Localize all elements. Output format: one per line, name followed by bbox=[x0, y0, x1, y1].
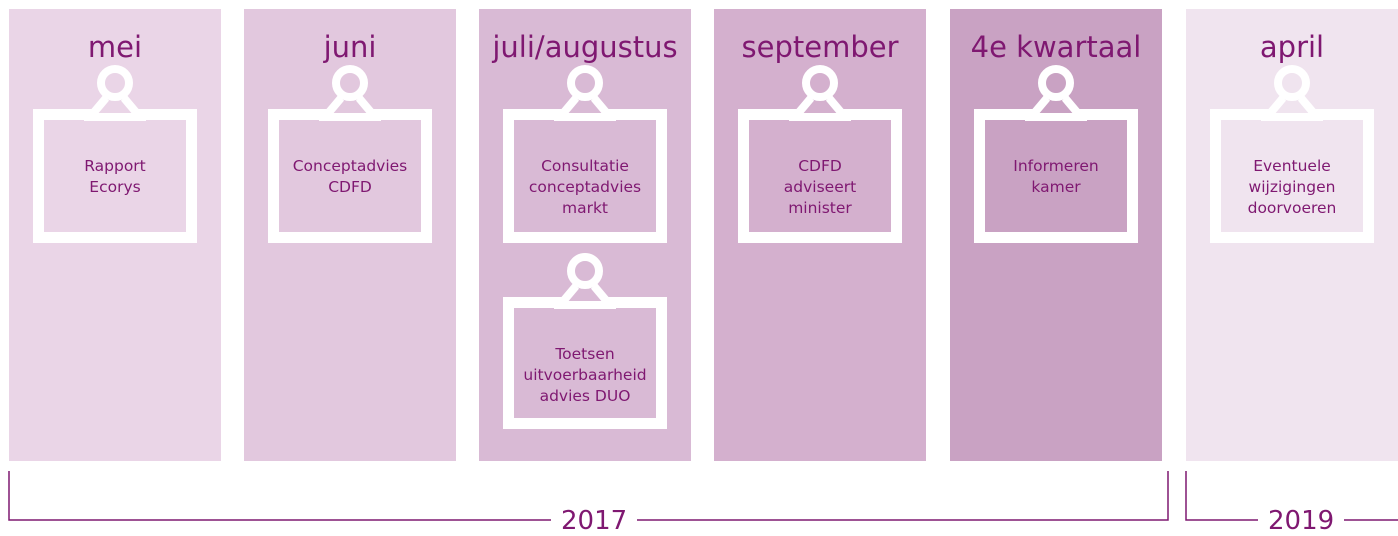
person-icon bbox=[319, 65, 381, 121]
column-title: september bbox=[741, 30, 899, 64]
card-text: Conceptadvies CDFD bbox=[292, 157, 408, 196]
person-icon bbox=[554, 65, 616, 121]
activity-card: Eventuele wijzigingen doorvoeren bbox=[1210, 61, 1374, 243]
person-icon bbox=[1025, 65, 1087, 121]
person-icon bbox=[1261, 65, 1323, 121]
activity-card: Conceptadvies CDFD bbox=[268, 61, 432, 243]
column-title: juli/augustus bbox=[492, 30, 678, 64]
activity-card: Informeren kamer bbox=[974, 61, 1138, 243]
column-title: 4e kwartaal bbox=[970, 30, 1142, 64]
activity-card: Rapport Ecorys bbox=[33, 61, 197, 243]
column-title: mei bbox=[87, 30, 143, 64]
activity-card: CDFD adviseert minister bbox=[738, 61, 902, 243]
activity-card: Consultatie conceptadvies markt bbox=[503, 61, 667, 243]
card-text: Consultatie conceptadvies markt bbox=[528, 157, 642, 217]
card-text: Toetsen uitvoerbaarheid advies DUO bbox=[523, 345, 647, 405]
person-icon bbox=[84, 65, 146, 121]
card-text: Eventuele wijzigingen doorvoeren bbox=[1247, 157, 1337, 217]
column-title: april bbox=[1259, 30, 1325, 64]
card-text: CDFD adviseert minister bbox=[783, 157, 857, 217]
year-label-2019: 2019 bbox=[1258, 506, 1345, 536]
column-title: juni bbox=[323, 30, 377, 64]
year-label-2017: 2017 bbox=[551, 506, 638, 536]
activity-card: Toetsen uitvoerbaarheid advies DUO bbox=[503, 249, 667, 431]
card-text: Informeren kamer bbox=[1013, 157, 1099, 196]
card-text: Rapport Ecorys bbox=[84, 157, 146, 196]
person-icon bbox=[554, 253, 616, 309]
person-icon bbox=[789, 65, 851, 121]
